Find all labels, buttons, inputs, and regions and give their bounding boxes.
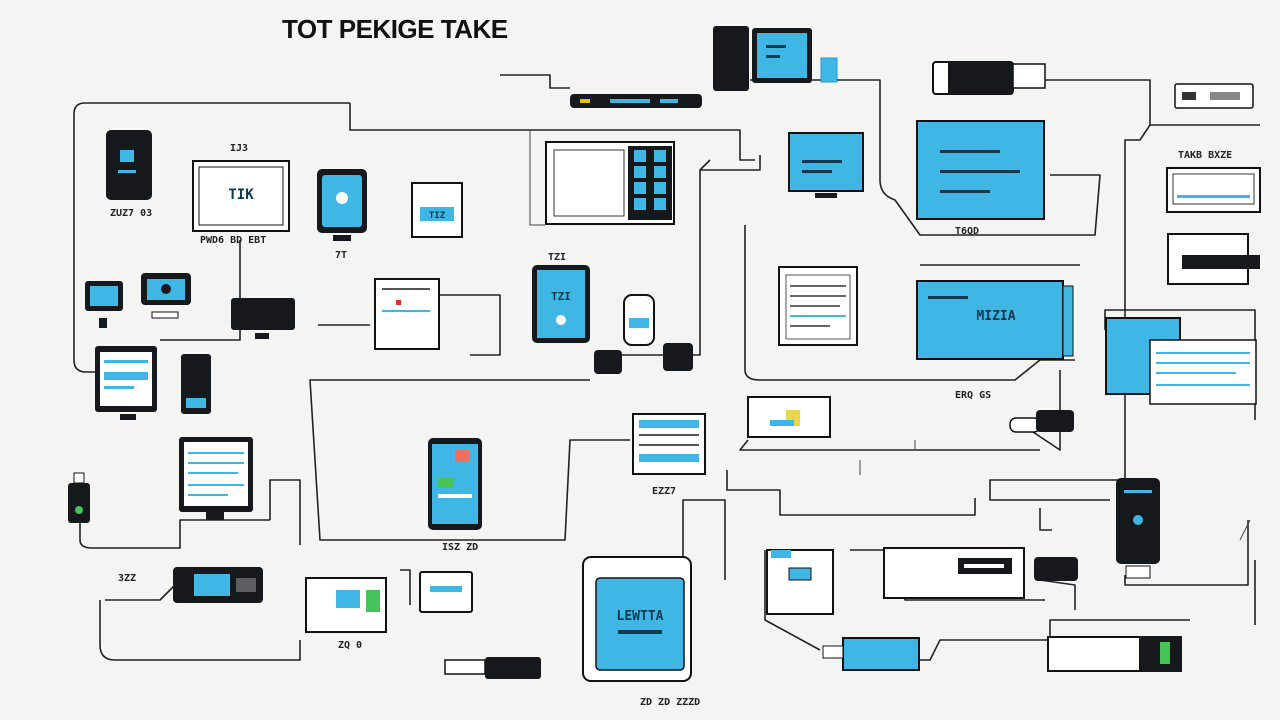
smartphone-dark	[106, 130, 152, 200]
mouse-cable	[1009, 410, 1074, 433]
mobile-phone	[428, 438, 482, 530]
svg-text:TIZ: TIZ	[429, 211, 446, 221]
diagram-title: TOT PEKIGE TAKE	[282, 14, 508, 44]
svg-text:TZI: TZI	[551, 290, 571, 303]
wireless-ap	[747, 396, 831, 438]
router-bar	[570, 94, 702, 108]
wifi-dongle	[68, 472, 90, 523]
mini-monitor	[85, 281, 123, 328]
document-panel	[374, 278, 440, 350]
laptop-screen: MIZIA	[916, 280, 1074, 360]
display-large	[916, 120, 1045, 220]
monitor-blue	[788, 132, 864, 198]
tablet-frame	[95, 346, 157, 420]
dark-router	[231, 298, 295, 339]
desk-monitor	[305, 577, 387, 633]
document-screen	[778, 266, 858, 346]
slim-phone	[181, 354, 211, 414]
device-label: ISZ ZD	[442, 542, 479, 553]
device-label: ZQ 0	[338, 640, 363, 651]
handheld-scanner	[594, 294, 693, 374]
big-tv-text: LEWTTA	[617, 609, 664, 624]
desktop-screen	[1105, 317, 1257, 405]
device-label: TZI	[548, 252, 567, 263]
tv-frame: TIK	[192, 160, 290, 232]
phone-tall	[1116, 478, 1160, 579]
device-label: PWD6 BD EBT	[200, 235, 267, 246]
webcam	[141, 273, 191, 319]
battery-pack	[822, 637, 920, 671]
device-label: ERQ GS	[955, 390, 992, 401]
server-rack	[545, 141, 675, 225]
device-label: TAKB BXZE	[1178, 150, 1233, 161]
speaker-tower	[713, 26, 749, 91]
phone-handset	[752, 28, 838, 83]
modem-panel	[883, 547, 1025, 599]
tablet-blue	[317, 169, 367, 241]
device-label: EZZ7	[652, 486, 677, 497]
power-strip	[1047, 636, 1182, 672]
projector	[173, 567, 263, 603]
big-tv: LEWTTA	[582, 556, 692, 682]
rack-unit	[1167, 233, 1260, 285]
usb-stick	[932, 61, 1046, 95]
laptop-screen-text: MIZIA	[976, 309, 1015, 324]
tv-screen-text: TIK	[228, 187, 254, 203]
monitor-large	[179, 437, 253, 520]
small-display	[419, 571, 473, 613]
device-label: 3ZZ	[118, 573, 137, 584]
panel-monitor	[1166, 167, 1261, 213]
blue-box	[766, 549, 834, 615]
hub-device	[1034, 557, 1078, 581]
wall-monitor	[632, 413, 706, 475]
card-reader: TIZ	[411, 182, 463, 238]
footer-label: ZD ZD ZZZD	[640, 697, 701, 708]
device-label: T6QD	[955, 226, 980, 237]
device-label: ZUZ7 03	[110, 208, 153, 219]
switch-box	[1174, 83, 1254, 109]
tablet-device: TZI	[532, 265, 590, 343]
device-label: IJ3	[230, 143, 249, 154]
flash-drive	[444, 657, 541, 679]
device-label: 7T	[335, 250, 348, 261]
